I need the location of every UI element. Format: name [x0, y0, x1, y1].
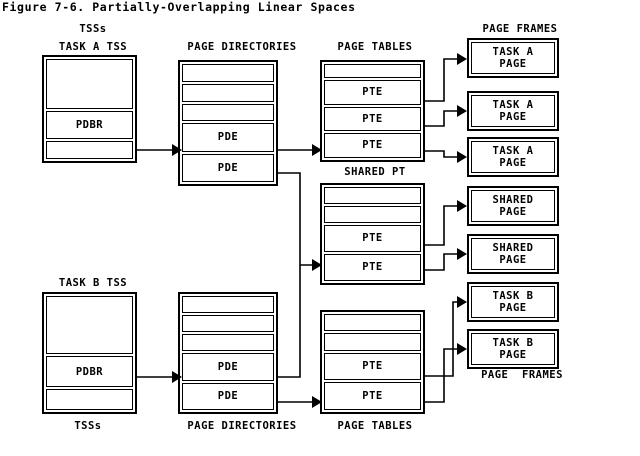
pd-b-cell-1	[182, 315, 274, 332]
caption-task-b-tss: TASK B TSS	[58, 277, 128, 289]
arrow-shared-pte1-to-frame4	[425, 248, 467, 271]
caption-task-a-tss: TASK A TSS	[58, 41, 128, 53]
page-frame-0-inner: TASK A PAGE	[471, 42, 555, 74]
pt-b-cell-0	[324, 314, 421, 332]
caption-shared-pt: SHARED PT	[344, 166, 406, 178]
page-frame-4-line1: SHARED	[492, 241, 534, 254]
caption-page-frames-top: PAGE FRAMES	[482, 23, 558, 35]
pd-a-cell-pde-0: PDE	[182, 123, 274, 152]
page-frame-5-line1: TASK B	[492, 289, 534, 302]
page-directory-b-box: PDE PDE	[178, 292, 278, 414]
pt-b-cell-pte-0: PTE	[324, 352, 421, 381]
page-frame-1-inner: TASK A PAGE	[471, 95, 555, 127]
page-frame-6: TASK B PAGE	[467, 329, 559, 369]
arrow-pt-a-pte0-to-frame0	[425, 53, 467, 102]
pd-b-cell-0	[182, 296, 274, 313]
task-a-tss-box: PDBR	[42, 55, 137, 163]
page-table-b-box: PTE PTE	[320, 310, 425, 414]
shared-pt-cell-0	[324, 187, 421, 204]
page-frame-0-line2: PAGE	[499, 58, 527, 70]
arrow-pde-a1-to-shared-pt	[278, 172, 322, 271]
pd-a-cell-pde-1: PDE	[182, 153, 274, 182]
page-frame-1-line1: TASK A	[492, 98, 534, 111]
arrow-pt-b-pte0-to-frame5	[425, 296, 467, 377]
page-frame-3-line1: SHARED	[492, 193, 534, 206]
page-frame-6-inner: TASK B PAGE	[471, 333, 555, 365]
shared-pt-cell-pte-0: PTE	[324, 224, 421, 252]
pd-b-cell-pde-1: PDE	[182, 382, 274, 410]
task-b-tss-cell-empty-bottom	[46, 389, 133, 410]
page-frame-4-inner: SHARED PAGE	[471, 238, 555, 270]
arrow-pdbr-a-to-pd-a	[137, 144, 182, 156]
task-b-tss-cell-pdbr: PDBR	[46, 356, 133, 388]
pd-b-cell-2	[182, 334, 274, 351]
task-a-tss-cell-empty-top	[46, 59, 133, 110]
page-frame-6-line1: TASK B	[492, 336, 534, 349]
caption-tsss-top: TSSs	[79, 23, 107, 35]
pt-a-cell-pte-1: PTE	[324, 106, 421, 132]
arrow-pdbr-b-to-pd-b	[137, 371, 182, 383]
pd-b-cell-pde-0: PDE	[182, 353, 274, 381]
caption-page-directories-top: PAGE DIRECTORIES	[187, 41, 297, 53]
caption-page-directories-bottom: PAGE DIRECTORIES	[187, 420, 297, 432]
task-a-tss-cell-empty-bottom	[46, 141, 133, 160]
page-frame-2-line1: TASK A	[492, 144, 534, 157]
pt-a-cell-pte-0: PTE	[324, 80, 421, 105]
shared-page-table-box: PTE PTE	[320, 183, 425, 285]
pt-b-cell-1	[324, 333, 421, 351]
arrow-shared-pte0-to-frame3	[425, 200, 467, 246]
page-frame-0-line1: TASK A	[492, 45, 534, 58]
figure-title: Figure 7-6. Partially-Overlapping Linear…	[2, 0, 356, 14]
page-directory-a-box: PDE PDE	[178, 60, 278, 186]
caption-tsss-bottom: TSSs	[74, 420, 102, 432]
task-b-tss-box: PDBR	[42, 292, 137, 414]
arrow-pde-a0-to-pt-a	[278, 144, 322, 156]
page-frame-4: SHARED PAGE	[467, 234, 559, 274]
task-b-tss-cell-empty-top	[46, 296, 133, 355]
page-frame-3: SHARED PAGE	[467, 186, 559, 226]
shared-pt-cell-pte-1: PTE	[324, 253, 421, 281]
pt-a-cell-0	[324, 64, 421, 79]
page-frame-1-line2: PAGE	[499, 111, 527, 123]
page-frame-5: TASK B PAGE	[467, 282, 559, 322]
arrow-pde-b1-to-pt-b	[278, 396, 322, 408]
pt-a-cell-pte-2: PTE	[324, 133, 421, 158]
page-frame-3-line2: PAGE	[499, 206, 527, 218]
caption-page-tables-bottom: PAGE TABLES	[337, 420, 413, 432]
page-frame-2: TASK A PAGE	[467, 137, 559, 177]
page-frame-1: TASK A PAGE	[467, 91, 559, 131]
pt-b-cell-pte-1: PTE	[324, 382, 421, 410]
arrow-pt-a-pte2-to-frame2	[425, 150, 467, 163]
task-a-tss-cell-pdbr: PDBR	[46, 111, 133, 140]
pd-a-cell-0	[182, 64, 274, 82]
page-frame-4-line2: PAGE	[499, 254, 527, 266]
page-frame-2-inner: TASK A PAGE	[471, 141, 555, 173]
page-table-a-box: PTE PTE PTE	[320, 60, 425, 162]
page-frame-5-line2: PAGE	[499, 302, 527, 314]
pd-a-cell-1	[182, 83, 274, 102]
arrow-pt-a-pte1-to-frame1	[425, 105, 467, 127]
page-frame-2-line2: PAGE	[499, 157, 527, 169]
caption-page-frames-mid: PAGE FRAMES	[481, 369, 563, 381]
page-frame-0: TASK A PAGE	[467, 38, 559, 78]
shared-pt-cell-1	[324, 205, 421, 223]
arrow-pde-b0-to-shared-pt	[278, 265, 301, 378]
pd-a-cell-2	[182, 103, 274, 122]
page-frame-6-line2: PAGE	[499, 349, 527, 361]
caption-page-tables-top: PAGE TABLES	[337, 41, 413, 53]
page-frame-3-inner: SHARED PAGE	[471, 190, 555, 222]
page-frame-5-inner: TASK B PAGE	[471, 286, 555, 318]
